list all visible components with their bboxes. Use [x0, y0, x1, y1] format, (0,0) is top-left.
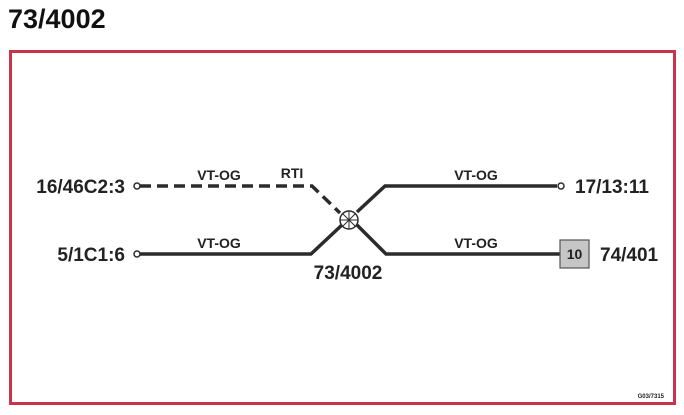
diagram-frame	[9, 50, 676, 405]
edge-top-right-label: VT-OG	[454, 167, 498, 183]
edge-bottom-right-label: VT-OG	[454, 235, 498, 251]
edge-top-left-line	[140, 184, 342, 215]
edge-top-left-label: VT-OG	[197, 167, 241, 183]
crossed-circle-icon	[339, 210, 359, 230]
edge-top-left-extra-label: RTI	[281, 165, 304, 181]
endpoint-bottom-left-terminal	[133, 250, 141, 258]
endpoint-top-right-terminal	[557, 182, 565, 190]
endpoint-top-left-terminal	[133, 182, 141, 190]
edge-top-right-line	[355, 184, 557, 214]
edge-bottom-left-line	[140, 222, 345, 256]
terminal-box-label: 10	[567, 246, 583, 262]
endpoint-bottom-left-label: 5/1C1:6	[57, 245, 125, 266]
edge-bottom-left-label: VT-OG	[197, 235, 241, 251]
page-title: 73/4002	[8, 4, 106, 34]
endpoint-bottom-right-label: 74/401	[600, 245, 659, 266]
endpoint-top-right-label: 17/13:11	[575, 177, 649, 198]
endpoint-top-left-label: 16/46C2:3	[36, 177, 125, 198]
edge-bottom-right-line	[355, 223, 560, 256]
terminal-box	[559, 239, 590, 269]
reference-code: G03/7315	[638, 394, 665, 400]
center-node-label: 73/4002	[314, 263, 383, 284]
